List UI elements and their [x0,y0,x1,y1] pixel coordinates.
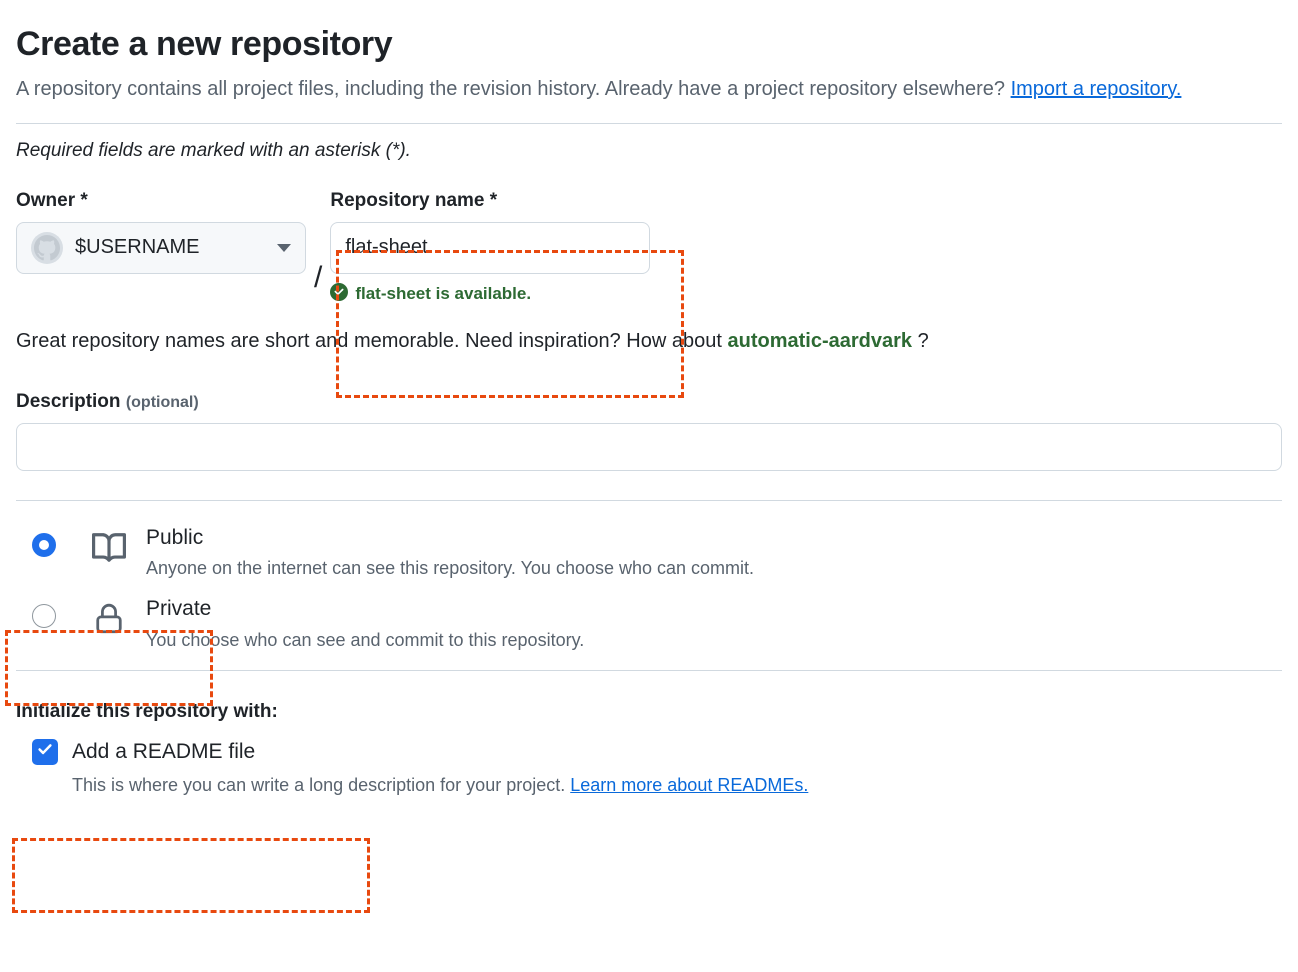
inspiration-suffix: ? [912,329,929,352]
lock-icon [92,602,126,641]
visibility-public-description: Anyone on the internet can see this repo… [146,557,755,578]
owner-repo-separator: / [314,260,323,294]
readme-description-text: This is where you can write a long descr… [72,774,571,795]
repository-name-inspiration: Great repository names are short and mem… [16,330,1282,353]
initialize-heading: Initialize this repository with: [16,700,278,722]
owner-label: Owner * [16,189,88,211]
divider-initialize [16,669,1282,671]
learn-more-readmes-link[interactable]: Learn more about READMEs. [570,774,809,795]
page-title: Create a new repository [16,25,393,63]
import-repository-link[interactable]: Import a repository. [1010,77,1182,100]
chevron-down-icon [277,243,291,252]
suggested-repository-name[interactable]: automatic-aardvark [727,329,913,352]
page-intro-text: A repository contains all project files,… [16,77,1011,100]
check-circle-icon [330,282,349,306]
visibility-options: Public Anyone on the internet can see th… [16,525,1282,652]
readme-checkbox-row[interactable]: Add a README file [32,738,1282,765]
owner-field-group: Owner * $USERNAME [16,190,306,274]
github-octocat-avatar [31,231,63,264]
required-fields-note: Required fields are marked with an aster… [16,139,411,161]
visibility-option-public[interactable]: Public Anyone on the internet can see th… [16,525,1282,581]
divider-top [16,122,1282,124]
owner-repo-row: Owner * $USERNAME / Repository name * [16,190,1282,306]
annotation-box-initialize-readme [12,838,370,913]
description-input[interactable] [16,422,1282,471]
page-intro: A repository contains all project files,… [16,73,1216,105]
owner-select[interactable]: $USERNAME [16,221,306,274]
repository-name-label: Repository name * [330,189,498,211]
checkmark-icon [36,740,54,763]
description-optional-tag: (optional) [125,393,199,411]
owner-name-value: $USERNAME [75,236,200,259]
visibility-private-title: Private [146,597,212,621]
visibility-option-private[interactable]: Private You choose who can see and commi… [16,596,1282,652]
divider-visibility [16,499,1282,501]
repository-name-field-group: Repository name * flat-sheet is availabl… [330,189,651,306]
radio-public[interactable] [32,532,56,557]
visibility-private-description: You choose who can see and commit to thi… [146,629,585,650]
checkbox-add-readme[interactable] [32,738,58,765]
description-label-text: Description [16,390,121,412]
inspiration-prefix: Great repository names are short and mem… [16,329,728,352]
visibility-public-text: Public Anyone on the internet can see th… [146,525,754,581]
visibility-public-title: Public [146,525,204,549]
visibility-private-text: Private You choose who can see and commi… [146,596,584,652]
radio-private[interactable] [32,604,56,629]
repository-availability-text: flat-sheet is available. [355,284,532,304]
readme-checkbox-label: Add a README file [72,739,256,763]
repository-availability-message: flat-sheet is available. [330,282,650,306]
repo-book-icon [92,531,127,570]
description-label: Description (optional) [16,391,1282,413]
repository-name-input[interactable] [330,221,651,274]
readme-description: This is where you can write a long descr… [72,775,1282,796]
